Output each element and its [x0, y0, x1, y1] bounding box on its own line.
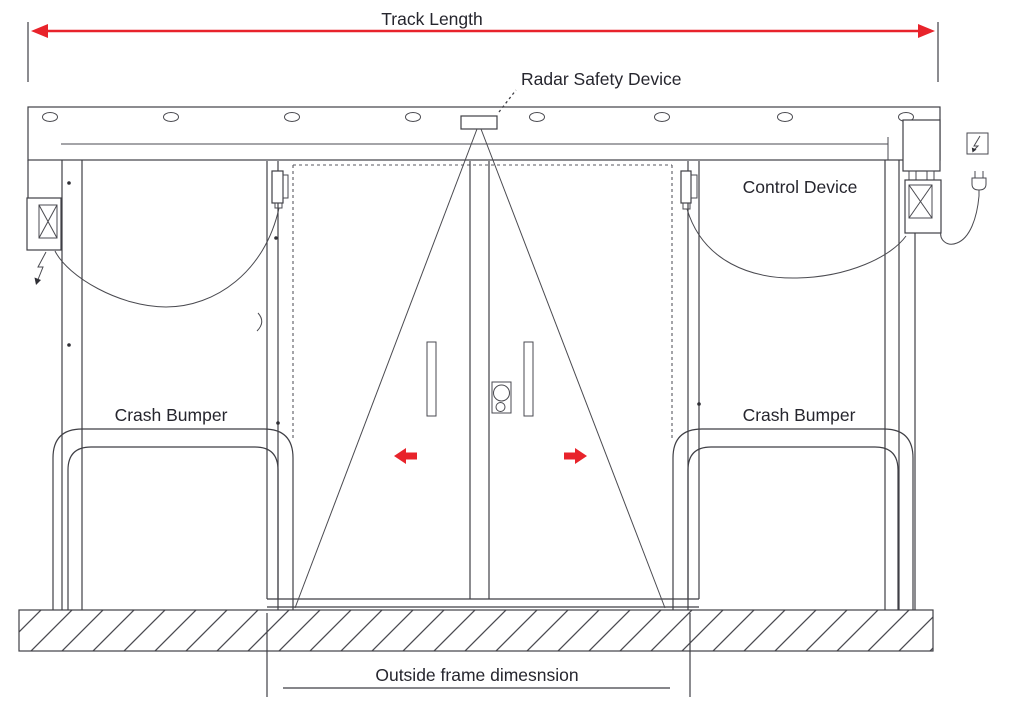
dimension-arrowhead-left	[31, 24, 48, 38]
radar-sensor-box	[460, 115, 498, 130]
control-motor-housing	[904, 179, 942, 234]
lightning-bolt-icon	[34, 251, 47, 285]
track-roller-holes	[42, 112, 914, 122]
radar-leader-line	[498, 89, 517, 113]
dimension-arrowhead-right	[918, 24, 935, 38]
right-assembly: Control Device	[680, 119, 989, 279]
crash-bumper-right-label: Crash Bumper	[743, 405, 856, 425]
radar-safety-device-label: Radar Safety Device	[521, 69, 682, 89]
paren-mark	[256, 312, 263, 332]
radar-cone-left-line	[294, 128, 478, 609]
crash-bumper-left-label: Crash Bumper	[115, 405, 228, 425]
screw-dots	[67, 181, 701, 425]
sliding-door-leaves	[267, 161, 699, 608]
left-motor-cross-box	[38, 204, 58, 239]
ground-hatched-strip	[18, 609, 934, 652]
track-length-label: Track Length	[381, 9, 483, 29]
drive-connector-right	[926, 170, 935, 181]
right-motor-cross-box	[908, 184, 933, 219]
door-frame-lines	[27, 160, 916, 610]
plug-cable	[940, 195, 980, 245]
door-opening-dashed-outline	[292, 164, 673, 440]
control-device-label: Control Device	[743, 177, 858, 197]
left-photocell-sensor	[271, 170, 289, 209]
drive-connector-left	[908, 170, 917, 181]
right-sensor-cable	[686, 208, 907, 279]
ground	[18, 609, 934, 652]
track-header	[27, 106, 941, 161]
right-direction-arrow	[564, 448, 587, 464]
lock-cylinder-small	[495, 402, 506, 412]
left-door-handle	[426, 341, 437, 417]
left-assembly	[26, 170, 289, 332]
radar-cone-right-line	[480, 128, 666, 609]
right-door-handle	[523, 341, 534, 417]
radar-safety-device: Radar Safety Device	[294, 69, 682, 609]
door-direction-arrows	[394, 448, 587, 464]
crash-bumper-right: Crash Bumper	[672, 405, 914, 610]
boxed-lightning-icon	[966, 132, 989, 155]
track-length-dimension: Track Length	[27, 9, 939, 82]
power-plug-icon	[940, 171, 987, 245]
door-lock	[491, 381, 512, 414]
left-motor-housing	[26, 197, 62, 251]
right-photocell-sensor	[680, 170, 698, 210]
lock-cylinder-large	[493, 384, 510, 402]
left-sensor-cable	[54, 207, 280, 308]
drive-unit-box	[902, 119, 941, 172]
crash-bumper-left: Crash Bumper	[52, 405, 294, 610]
outside-frame-dimension-label: Outside frame dimesnsion	[375, 665, 578, 685]
left-direction-arrow	[394, 448, 417, 464]
outside-frame-dimension: Outside frame dimesnsion	[266, 613, 691, 697]
